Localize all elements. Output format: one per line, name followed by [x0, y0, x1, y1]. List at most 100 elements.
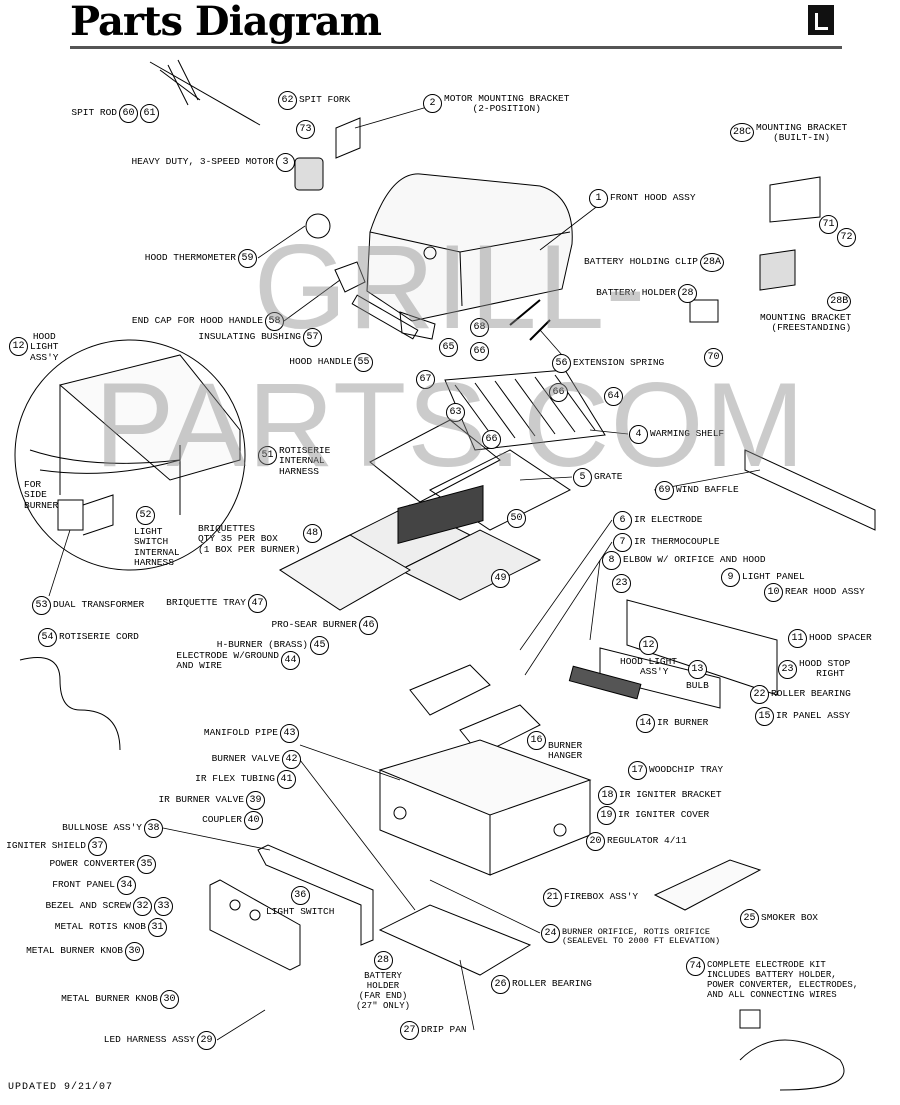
part-number-badge: 37 — [88, 837, 107, 856]
rotiserie-cord-drawing — [19, 657, 121, 751]
part-label: HEAVY DUTY, 3-SPEED MOTOR — [131, 156, 274, 168]
part-number-badge: 57 — [303, 328, 322, 347]
part-number-badge: 51 — [258, 446, 277, 465]
front-panel-drawing — [209, 879, 301, 971]
part-number-badge: 16 — [527, 731, 546, 750]
part-label: BEZEL AND SCREW — [45, 900, 131, 912]
callout-50: 50 — [507, 509, 526, 528]
part-number-badge: 19 — [597, 806, 616, 825]
part-number-badge: 55 — [354, 353, 373, 372]
part-label: FIREBOX ASS'Y — [564, 891, 639, 903]
front-hood-drawing — [366, 173, 573, 322]
part-label: MOUNTING BRACKET (FREESTANDING) — [760, 312, 852, 334]
part-label: HOOD HANDLE — [289, 356, 352, 368]
motor-drawing — [294, 117, 361, 191]
part-number-badge: 38 — [144, 819, 163, 838]
part-number-badge: 33 — [154, 897, 173, 916]
part-label: IR IGNITER COVER — [618, 809, 710, 821]
part-number-badge: 66 — [549, 383, 568, 402]
part-label: IR BURNER — [657, 717, 709, 729]
callout-66b: 66 — [549, 383, 568, 402]
part-number-badge: 2 — [423, 94, 442, 113]
part-label: HOOD THERMOMETER — [144, 252, 236, 264]
part-label: PRO-SEAR BURNER — [271, 619, 357, 631]
callout-23: 23 — [612, 574, 631, 593]
part-label: BRIQUETTES QTY 35 PER BOX (1 BOX PER BUR… — [198, 523, 301, 555]
part-number-badge: 65 — [439, 338, 458, 357]
label-for-side-burner: FOR SIDE BURNER — [24, 479, 59, 511]
part-label: LIGHT PANEL — [742, 571, 805, 583]
brand-logo — [808, 5, 834, 35]
part-label: BURNER HANGER — [548, 740, 583, 762]
part-number-badge: 41 — [277, 770, 296, 789]
part-label: BATTERY HOLDER (FAR END) (27" ONLY) — [356, 971, 411, 1011]
part-number-badge: 28C — [730, 123, 754, 142]
part-label: HOOD SPACER — [809, 632, 872, 644]
part-number-badge: 69 — [655, 481, 674, 500]
part-label: ROLLER BEARING — [512, 978, 592, 990]
part-number-badge: 40 — [244, 811, 263, 830]
briquette-tray-drawing — [279, 534, 411, 611]
part-number-badge: 23 — [778, 659, 797, 679]
callout-49: 49 — [491, 569, 510, 588]
callout-70: 70 — [704, 348, 723, 367]
part-label: ELBOW W/ ORIFICE AND HOOD — [623, 554, 766, 566]
part-number-badge: 68 — [470, 318, 489, 337]
part-label: BULLNOSE ASS'Y — [62, 822, 142, 834]
part-number-badge: 20 — [586, 832, 605, 851]
part-number-badge: 61 — [140, 104, 159, 123]
part-number-badge: 72 — [837, 228, 856, 247]
part-label: HOOD LIGHT ASS'Y — [30, 331, 59, 363]
part-number-badge: 74 — [686, 957, 705, 976]
part-number-badge: 6 — [613, 511, 632, 530]
part-label: MOUNTING BRACKET (BUILT-IN) — [756, 122, 848, 144]
part-label: IR PANEL ASSY — [776, 710, 851, 722]
part-number-badge: 35 — [137, 855, 156, 874]
part-number-badge: 3 — [276, 153, 295, 172]
part-number-badge: 28A — [700, 253, 724, 272]
part-label: SMOKER BOX — [761, 912, 819, 924]
part-number-badge: 59 — [238, 249, 257, 268]
spit-rod-drawing — [149, 59, 261, 126]
part-number-badge: 24 — [541, 924, 560, 943]
part-number-badge: 17 — [628, 761, 647, 780]
part-label: BULB — [686, 680, 709, 691]
part-label: FOR SIDE BURNER — [24, 479, 59, 511]
bullnose-drawing — [257, 844, 374, 946]
callout-71: 71 — [819, 215, 838, 234]
part-number-badge: 4 — [629, 425, 648, 444]
hood-handle-drawing — [334, 261, 436, 340]
callout-68: 68 — [470, 318, 489, 337]
part-number-badge: 10 — [764, 583, 783, 602]
part-number-badge: 36 — [290, 886, 310, 905]
part-label: SPIT ROD — [71, 107, 117, 119]
part-label: METAL BURNER KNOB — [61, 993, 158, 1005]
pro-sear-burner-drawing — [397, 484, 484, 544]
part-number-badge: 44 — [281, 651, 300, 670]
